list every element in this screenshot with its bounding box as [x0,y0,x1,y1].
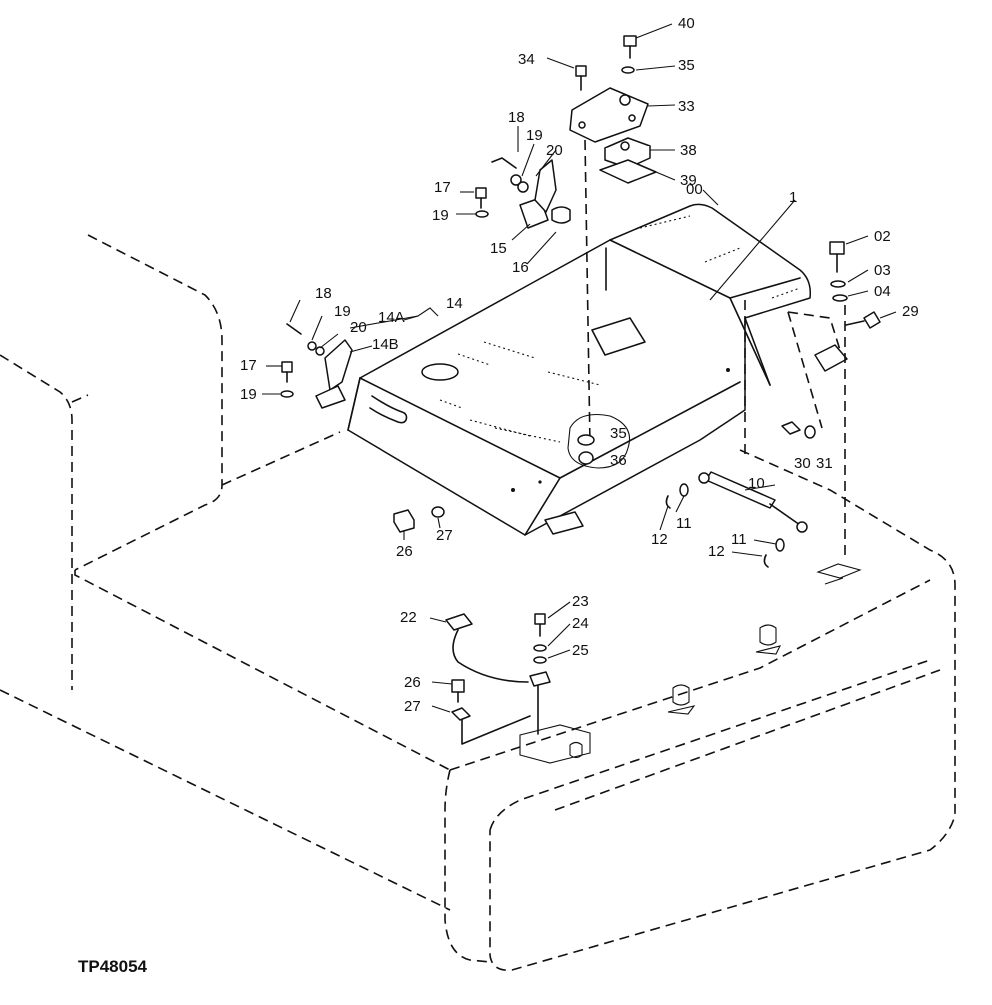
callout-14B: 14B [372,336,399,353]
callout-30: 30 [794,455,811,472]
callout-19-left2: 19 [240,386,257,403]
callout-27-b: 27 [404,698,421,715]
callout-20-left: 20 [350,319,367,336]
callout-33: 33 [678,98,695,115]
callout-20-top: 20 [546,142,563,159]
callout-35-top: 35 [678,57,695,74]
callout-27-a: 27 [436,527,453,544]
callout-19-top2: 19 [432,207,449,224]
machine-body-outline [0,234,956,972]
callout-35-mid: 35 [610,425,627,442]
callout-labels: 00 1 02 03 04 29 40 34 35 33 38 39 18 19… [240,15,919,715]
callout-19-top: 19 [526,127,543,144]
callout-1: 1 [789,189,797,206]
callout-03: 03 [874,262,891,279]
callout-39: 39 [680,172,697,189]
callout-16: 16 [512,259,529,276]
callout-36: 36 [610,452,627,469]
callout-11-a: 11 [676,515,692,532]
callout-26-b: 26 [404,674,421,691]
callout-17-top: 17 [434,179,451,196]
callout-10: 10 [748,475,765,492]
callout-40: 40 [678,15,695,32]
callout-18-left: 18 [315,285,332,302]
cover-washers [567,413,631,469]
callout-18-top: 18 [508,109,525,126]
callout-15: 15 [490,240,507,257]
callout-34: 34 [518,51,535,68]
callout-04: 04 [874,283,891,300]
left-latch-group [280,323,353,409]
cover-side-bolt [393,506,445,533]
callout-26-a: 26 [396,543,413,560]
callout-38: 38 [680,142,697,159]
housing-sockets [519,563,862,764]
ground-strap-group [445,613,551,745]
callout-17-left: 17 [240,357,257,374]
callout-25: 25 [572,642,589,659]
callout-23: 23 [572,593,589,610]
callout-14: 14 [446,295,463,312]
callout-19-left: 19 [334,303,351,320]
callout-11-b: 11 [731,531,747,548]
gas-spring [665,300,808,568]
right-fasteners [781,241,881,560]
callout-14A: 14A [378,309,405,326]
callout-12-b: 12 [708,543,725,560]
callout-31: 31 [816,455,833,472]
mounting-plate-group [569,35,657,446]
cover-panel [347,203,848,536]
callout-24: 24 [572,615,589,632]
callout-29: 29 [902,303,919,320]
callout-02: 02 [874,228,891,245]
leader-lines [262,23,897,713]
callout-12-a: 12 [651,531,668,548]
upper-latch-group [475,157,571,229]
callout-00: 00 [686,181,703,198]
callout-22: 22 [400,609,417,626]
figure-id: TP48054 [78,957,148,976]
